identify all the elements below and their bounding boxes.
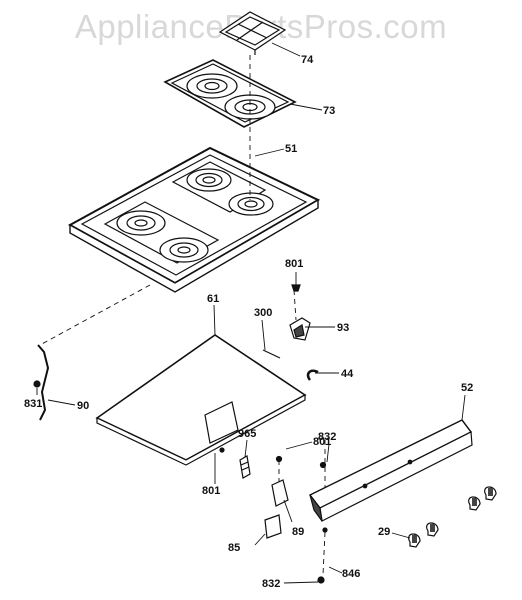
small-hardware-parts xyxy=(33,284,328,584)
part-number-callouts: 74 73 51 801 61 300 93 44 52 90 831 965 … xyxy=(24,54,473,590)
callout-89: 89 xyxy=(292,526,304,538)
callout-44: 44 xyxy=(341,368,354,380)
callout-832-lower: 832 xyxy=(262,578,280,590)
callout-846: 846 xyxy=(342,568,360,580)
grate-part-74 xyxy=(218,11,287,55)
knobs-part-29 xyxy=(408,486,497,548)
drip-pan-part-73 xyxy=(163,59,297,128)
callout-300: 300 xyxy=(254,307,272,319)
callout-61: 61 xyxy=(207,293,219,305)
callout-29: 29 xyxy=(378,526,390,538)
cooktop-part-51 xyxy=(67,55,321,293)
leader-lines xyxy=(36,42,466,584)
callout-73: 73 xyxy=(323,105,335,117)
knob xyxy=(484,486,497,501)
callout-51: 51 xyxy=(285,143,297,155)
callout-85: 85 xyxy=(228,542,240,554)
base-pan-part-61 xyxy=(95,334,307,466)
trim-rail-part-52 xyxy=(308,419,473,522)
callout-801-mid: 801 xyxy=(313,436,331,448)
callout-801-top: 801 xyxy=(285,258,303,270)
knob xyxy=(408,533,421,548)
callout-93: 93 xyxy=(337,322,349,334)
callout-832-upper: 832 xyxy=(318,431,336,443)
callout-74: 74 xyxy=(301,54,314,66)
callout-831: 831 xyxy=(24,398,42,410)
knob xyxy=(426,522,439,537)
knob xyxy=(468,496,481,511)
callout-965: 965 xyxy=(238,428,256,440)
callout-90: 90 xyxy=(77,400,89,412)
callout-801-left: 801 xyxy=(202,485,220,497)
callout-52: 52 xyxy=(461,382,473,394)
